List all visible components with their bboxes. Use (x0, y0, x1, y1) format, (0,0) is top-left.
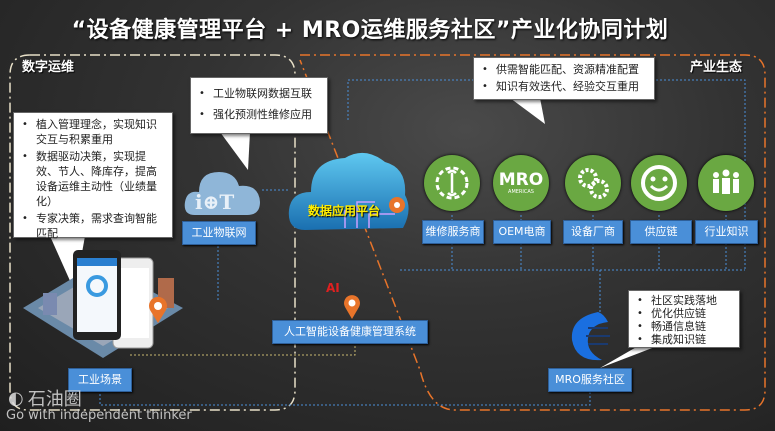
callout-item: 强化预测性维修应用 (199, 107, 321, 122)
callout-item: 优化供应链 (637, 307, 733, 320)
mro-community-logo (571, 312, 610, 361)
industrial-city-illustration (23, 250, 183, 358)
wrench-gear-icon (424, 155, 480, 211)
page-title: “设备健康管理平台 + MRO运维服务社区”产业化协同计划 (71, 18, 669, 43)
ai-mark: AI (326, 281, 340, 295)
eco-item-manufacturer[interactable] (565, 155, 621, 211)
callout-item: 知识有效迭代、经验交互重用 (482, 79, 648, 94)
callout-iot: 工业物联网数据互联 强化预测性维修应用 (190, 77, 328, 134)
location-pin-icon (149, 296, 167, 323)
watermark-icon: ◐ (8, 387, 24, 409)
eco-item-supply-chain[interactable] (631, 155, 687, 211)
callout-ecosystem: 供需智能匹配、资源精准配置 知识有效迭代、经验交互重用 (473, 57, 655, 100)
eco-label[interactable]: 行业知识 (695, 220, 758, 244)
callout-item: 工业物联网数据互联 (199, 86, 321, 101)
callout-item: 植入管理理念，实现知识交互与积累重用 (22, 117, 166, 147)
callout-community: 社区实践落地 优化供应链 畅通信息链 集成知识链 (628, 290, 740, 348)
smiley-icon (631, 155, 687, 211)
people-icon (698, 155, 754, 211)
eco-label[interactable]: 设备厂商 (563, 220, 623, 244)
callout-item: 数据驱动决策，实现提效、节人、降库存，提高设备运维主动性（业绩量化） (22, 149, 166, 209)
eco-item-knowledge[interactable] (698, 155, 754, 211)
ecosystem-boundary (299, 54, 766, 411)
eco-item-maintenance[interactable] (424, 155, 480, 211)
callout-item: 社区实践落地 (637, 294, 733, 307)
node-mro-community[interactable]: MRO服务社区 (548, 368, 632, 392)
iot-cloud-text: i⊕T (195, 190, 235, 214)
eco-label[interactable]: OEM电商 (493, 220, 551, 244)
node-data-platform[interactable]: 数据应用平台 (308, 204, 381, 218)
section-industry-ecosystem: 产业生态 (690, 60, 743, 75)
section-digital-ops: 数字运维 (22, 60, 75, 75)
data-platform-cloud-icon (288, 152, 409, 230)
callout-item: 供需智能匹配、资源精准配置 (482, 62, 648, 77)
callout-item: 畅通信息链 (637, 320, 733, 333)
digital-ops-boundary (9, 54, 296, 411)
eco-label[interactable]: 供应链 (630, 220, 692, 244)
watermark-logo: ◐ 石油圈 (8, 385, 82, 411)
watermark-slogan: Go with independent thinker (6, 408, 192, 423)
iot-cloud-icon (184, 172, 260, 215)
gears-icon (565, 155, 621, 211)
location-pin-icon (344, 295, 360, 319)
node-ai-system[interactable]: 人工智能设备健康管理系统 (272, 320, 428, 344)
node-industrial-scene[interactable]: 工业场景 (68, 368, 132, 392)
node-iot[interactable]: 工业物联网 (182, 221, 256, 245)
watermark-brand: 石油圈 (27, 389, 82, 410)
eco-label[interactable]: 维修服务商 (422, 220, 484, 244)
callout-item: 专家决策，需求查询智能匹配 (22, 211, 166, 241)
callout-item: 集成知识链 (637, 333, 733, 346)
callout-digital-ops: 植入管理理念，实现知识交互与积累重用 数据驱动决策，实现提效、节人、降库存，提高… (13, 112, 173, 241)
